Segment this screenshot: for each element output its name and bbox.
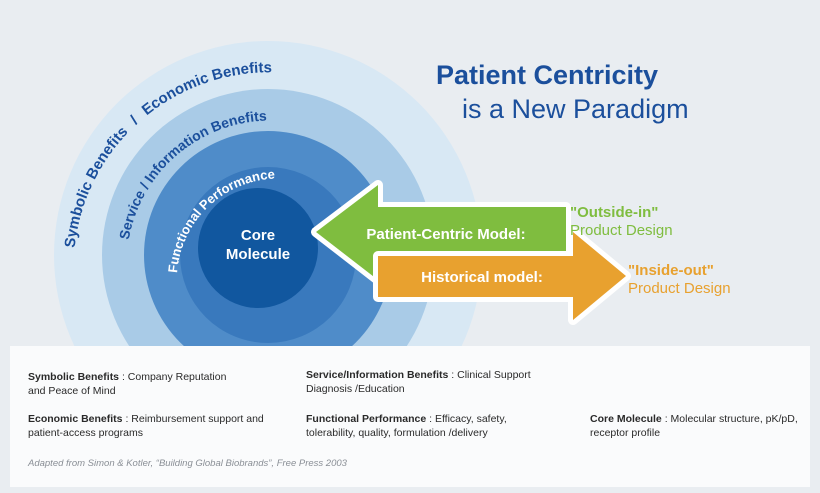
legend-core-term: Core Molecule xyxy=(590,413,662,425)
historical-arrow xyxy=(378,232,626,320)
outside-in-subtitle: Product Design xyxy=(570,222,673,239)
inside-out-title: "Inside-out" xyxy=(628,262,714,279)
legend-service-desc: : Clinical Support Diagnosis /Education xyxy=(306,369,531,395)
legend-service-term: Service/Information Benefits xyxy=(306,369,449,381)
legend-core-desc: : Molecular structure, pK/pD, receptor p… xyxy=(590,413,798,439)
legend-functional-term: Functional Performance xyxy=(306,413,427,425)
legend-symbolic-desc: : Company Reputation and Peace of Mind xyxy=(28,371,227,397)
patient-centric-label: Patient-Centric Model: xyxy=(366,226,525,243)
legend-functional: Functional Performance : Efficacy, safet… xyxy=(306,412,554,440)
title-line1: Patient Centricity xyxy=(436,60,659,90)
legend-functional-desc: : Efficacy, safety, tolerability, qualit… xyxy=(306,413,507,439)
historical-label: Historical model: xyxy=(421,269,543,286)
legend-core: Core Molecule : Molecular structure, pK/… xyxy=(590,412,806,440)
legend-panel: Symbolic Benefits : Company Reputation a… xyxy=(10,346,810,487)
legend-economic: Economic Benefits : Reimbursement suppor… xyxy=(28,412,290,440)
outside-in-title: "Outside-in" xyxy=(570,204,659,221)
title-line2: is a New Paradigm xyxy=(462,94,689,124)
core-molecule-circle xyxy=(198,188,318,308)
legend-economic-term: Economic Benefits xyxy=(28,413,123,425)
source-credit: Adapted from Simon & Kotler, “Building G… xyxy=(28,458,347,469)
legend-service: Service/Information Benefits : Clinical … xyxy=(306,368,538,396)
core-label-line1: Core xyxy=(241,227,275,244)
legend-symbolic: Symbolic Benefits : Company Reputation a… xyxy=(28,370,238,398)
legend-economic-desc: : Reimbursement support and patient-acce… xyxy=(28,413,264,439)
legend-symbolic-term: Symbolic Benefits xyxy=(28,371,120,383)
inside-out-subtitle: Product Design xyxy=(628,280,731,297)
core-label-line2: Molecule xyxy=(226,246,290,263)
